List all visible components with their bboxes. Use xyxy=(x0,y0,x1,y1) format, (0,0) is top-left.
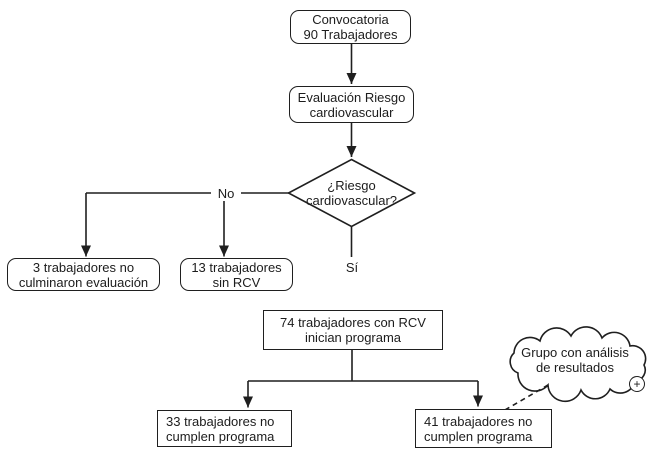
node-sin-rcv-line2: sin RCV xyxy=(212,274,261,290)
node-evaluacion-line2: cardiovascular xyxy=(309,104,394,120)
decision-label: ¿Riesgo cardiovascular? xyxy=(291,178,412,208)
node-con-rcv: 74 trabajadores con RCV inician programa xyxy=(263,310,443,350)
cloud-label-line2: de resultados xyxy=(535,360,615,375)
node-con-rcv-line2: inician programa xyxy=(304,330,402,345)
node-no-cumplen-der-line1: 41 trabajadores no xyxy=(424,413,533,429)
node-no-cumplen-izq-line1: 33 trabajadores no xyxy=(166,413,275,429)
plus-badge-text: + xyxy=(633,377,641,391)
edge-label-no: No xyxy=(211,186,241,201)
node-no-cumplen-der-line2: cumplen programa xyxy=(424,428,533,444)
decision-diamond xyxy=(286,158,417,228)
node-con-rcv-line1: 74 trabajadores con RCV xyxy=(280,315,426,330)
edge-label-si: Sí xyxy=(340,260,364,275)
node-evaluacion: Evaluación Riesgo cardiovascular xyxy=(289,86,414,123)
node-no-cumplen-izq: 33 trabajadores no cumplen programa xyxy=(157,410,292,447)
node-sin-rcv: 13 trabajadores sin RCV xyxy=(180,258,293,291)
edge-label-si-text: Sí xyxy=(345,260,359,275)
edge-label-no-text: No xyxy=(217,186,235,201)
decision-line2: cardiovascular? xyxy=(305,193,398,208)
node-evaluacion-line1: Evaluación Riesgo xyxy=(297,89,406,105)
node-no-culminaron-line2: culminaron evaluación xyxy=(18,274,149,290)
node-no-cumplen-der: 41 trabajadores no cumplen programa xyxy=(415,409,552,448)
node-convocatoria-line2: 90 Trabajadores xyxy=(303,27,398,42)
plus-badge: + xyxy=(629,376,645,392)
decision-line1: ¿Riesgo xyxy=(327,178,376,193)
node-convocatoria: Convocatoria 90 Trabajadores xyxy=(290,10,411,44)
node-no-culminaron-line1: 3 trabajadores no xyxy=(32,259,135,275)
node-no-culminaron: 3 trabajadores no culminaron evaluación xyxy=(7,258,160,291)
cloud-label-line1: Grupo con análisis xyxy=(521,345,629,360)
cloud-shape xyxy=(509,326,647,403)
node-no-cumplen-izq-line2: cumplen programa xyxy=(166,428,275,444)
node-sin-rcv-line1: 13 trabajadores xyxy=(191,259,282,275)
cloud-label: Grupo con análisis de resultados xyxy=(509,345,641,375)
node-convocatoria-line1: Convocatoria xyxy=(312,12,389,27)
